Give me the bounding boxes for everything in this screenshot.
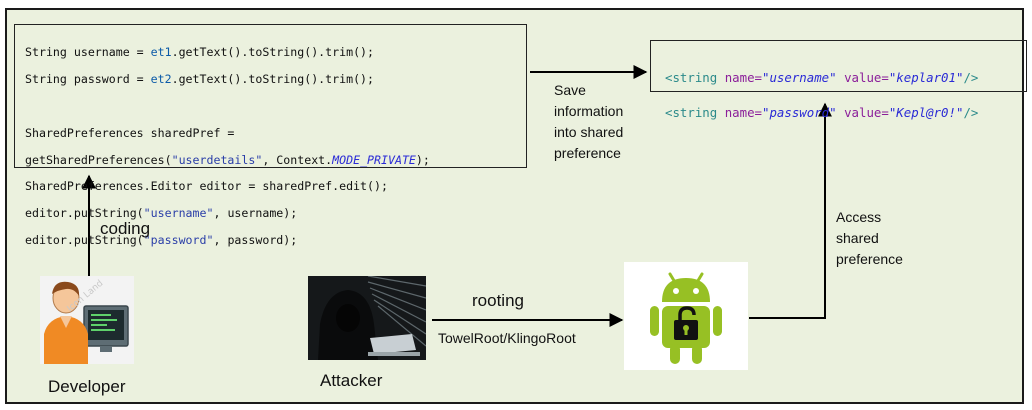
developer-icon: Icon Land	[40, 276, 134, 364]
access-label-line: preference	[836, 251, 903, 267]
code-string: "password"	[143, 232, 214, 247]
xml-value: "username"	[762, 69, 837, 85]
code-line-editor: SharedPreferences.Editor editor = shared…	[25, 179, 388, 194]
save-label-line: Save	[554, 82, 586, 98]
xml-row-username: <string name="username" value="keplar01"…	[665, 69, 1026, 87]
xml-tag: <string	[665, 69, 718, 85]
code-string: "userdetails"	[171, 152, 263, 167]
code-text: .getText().toString().trim();	[171, 72, 375, 87]
code-line-put-username: editor.putString("username", username);	[25, 206, 526, 221]
access-label-line: shared	[836, 230, 879, 246]
developer-label: Developer	[48, 377, 126, 396]
xml-attr: name=	[724, 69, 762, 85]
code-text: , password);	[213, 232, 298, 247]
root-tools-label: TowelRoot/KlingoRoot	[438, 330, 576, 346]
xml-tag: />	[963, 69, 979, 85]
attacker-label: Attacker	[320, 371, 383, 390]
xml-attr: name=	[724, 104, 762, 120]
code-string: "username"	[143, 206, 214, 221]
xml-row-password: <string name="password" value="Kepl@r0!"…	[665, 104, 1026, 122]
access-label-line: Access	[836, 209, 882, 225]
arrow-access	[749, 102, 832, 319]
code-text: );	[415, 152, 430, 167]
code-text: editor.putString(	[25, 232, 144, 247]
code-variable: et1	[150, 45, 172, 60]
code-variable: et2	[150, 72, 172, 87]
save-label-line: into shared	[554, 124, 624, 140]
save-label: Save information into shared preference	[554, 80, 623, 164]
hooded-hacker-icon	[308, 275, 427, 360]
android-unlocked-icon	[624, 262, 748, 370]
shared-prefs-xml-box: <string name="username" value="keplar01"…	[650, 40, 1027, 120]
code-line-getsharedprefs: getSharedPreferences("userdetails", Cont…	[25, 152, 526, 167]
rooting-label: rooting	[472, 291, 524, 310]
source-code-box: String username = et1.getText().toString…	[14, 24, 527, 247]
code-line-sharedpref: SharedPreferences sharedPref =	[25, 125, 235, 140]
xml-value: "Kepl@r0!"	[888, 104, 964, 120]
xml-attr: value=	[844, 104, 889, 120]
save-label-line: information	[554, 103, 624, 119]
code-text: .getText().toString().trim();	[171, 45, 375, 60]
code-line-username: String username = et1.getText().toString…	[25, 46, 526, 59]
code-text: editor.putString(	[25, 206, 144, 221]
save-label-line: preference	[554, 145, 621, 161]
code-text: String username =	[25, 45, 151, 60]
xml-tag: />	[963, 104, 979, 120]
code-text: getSharedPreferences(	[25, 152, 172, 167]
access-label: Access shared preference	[836, 207, 903, 270]
code-text: , Context.	[262, 152, 333, 167]
coding-label: coding	[100, 219, 151, 238]
xml-tag: <string	[665, 104, 718, 120]
code-line-put-password: editor.putString("password", password);	[25, 232, 526, 247]
code-text: , username);	[213, 206, 298, 221]
code-text: String password =	[25, 72, 151, 87]
xml-value: "password"	[762, 104, 837, 120]
diagram-canvas	[5, 8, 1024, 404]
code-line-password: String password = et2.getText().toString…	[25, 73, 526, 86]
xml-value: "keplar01"	[888, 69, 964, 85]
code-constant: MODE_PRIVATE	[332, 152, 416, 167]
xml-attr: value=	[844, 69, 889, 85]
